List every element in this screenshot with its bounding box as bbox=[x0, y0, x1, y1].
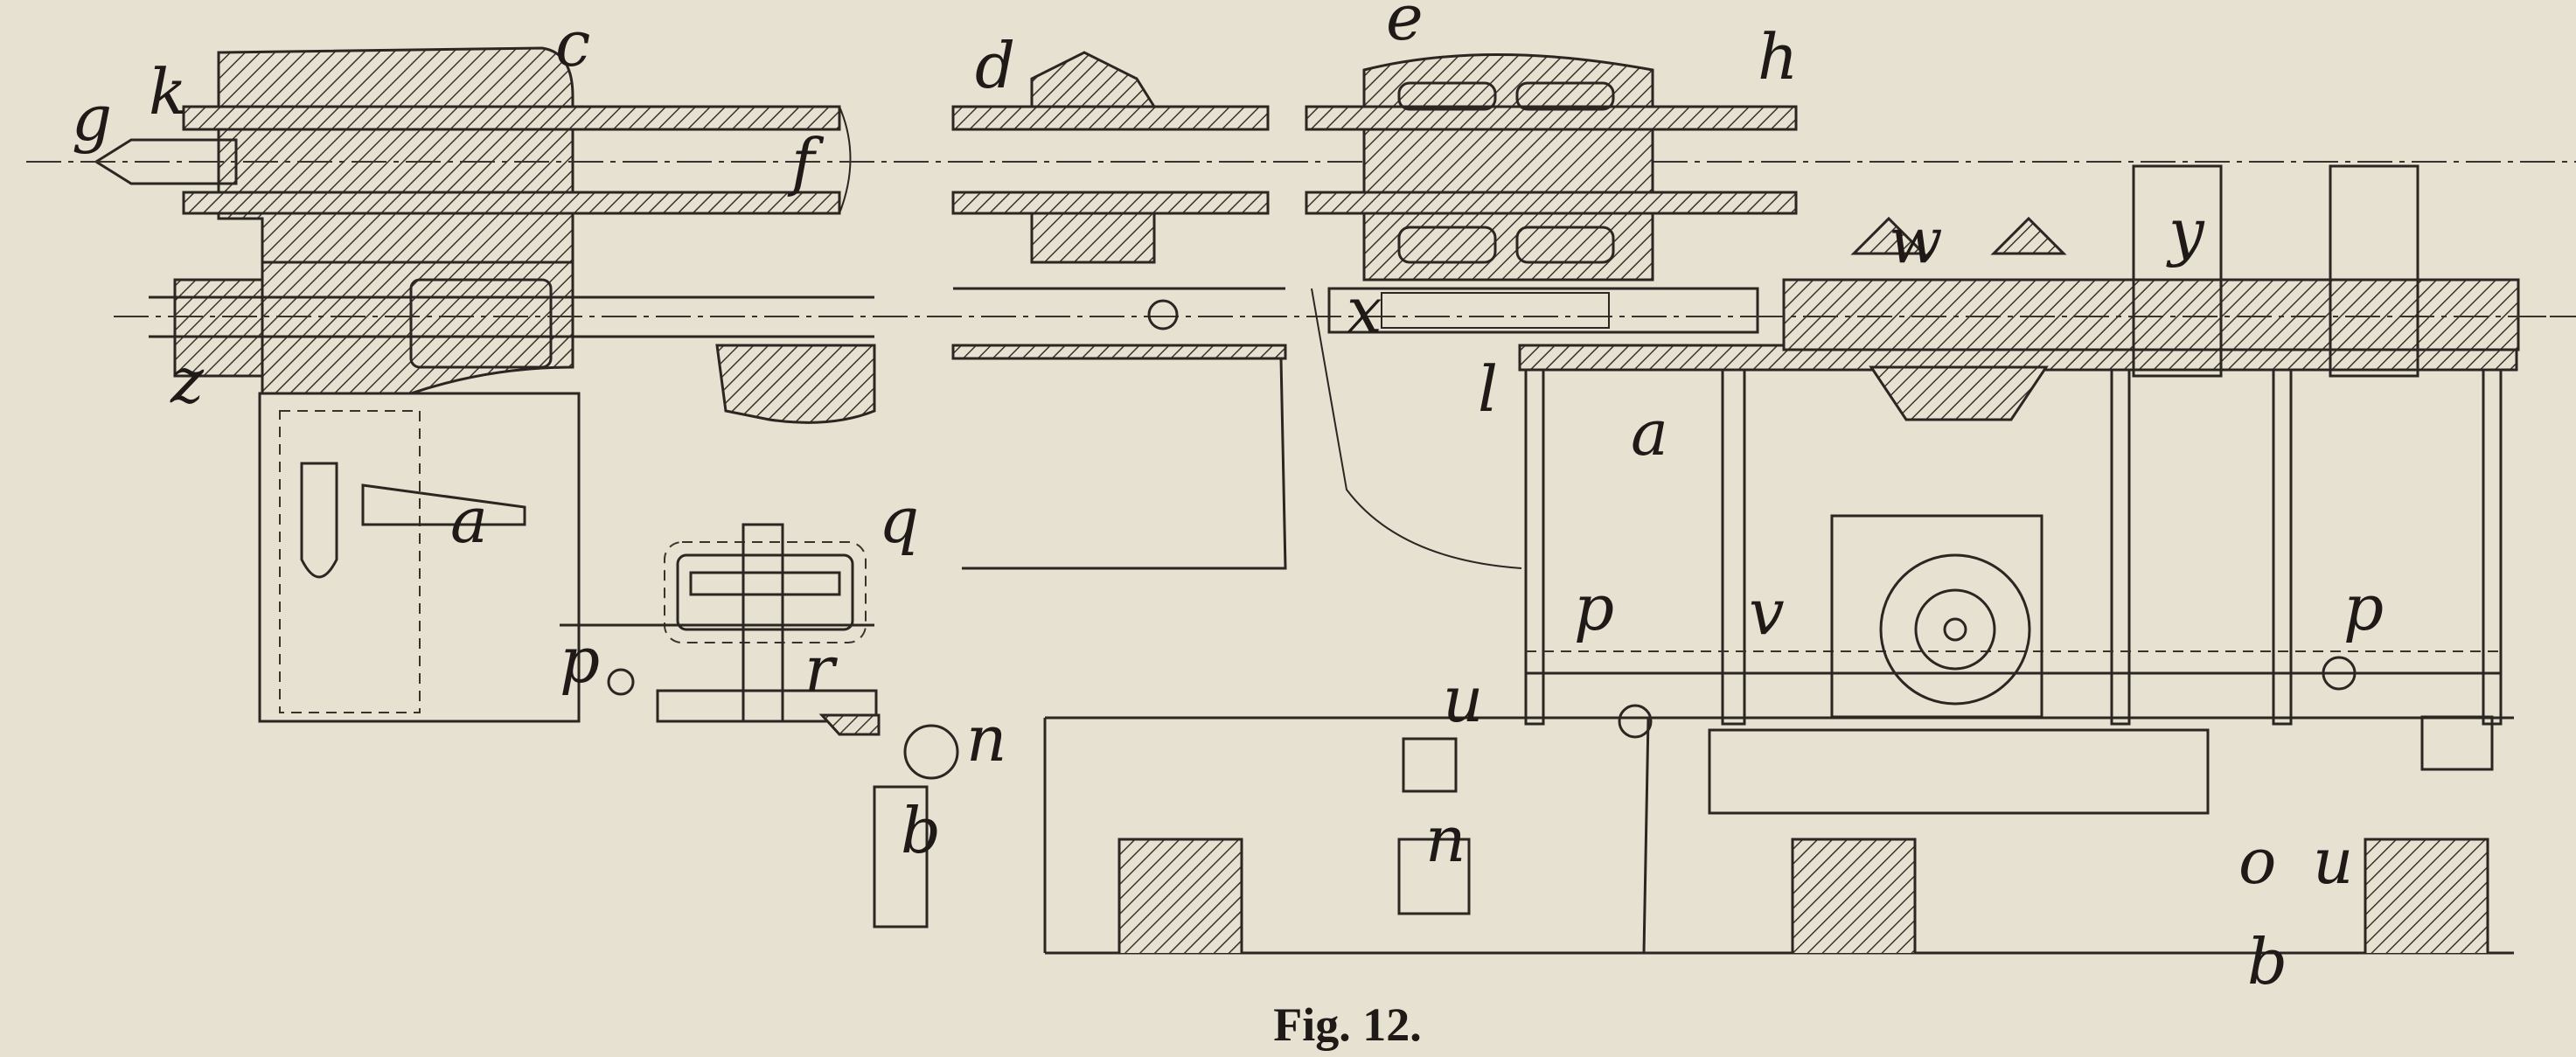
label-a-right: a bbox=[1631, 396, 1668, 469]
gearbox-frame bbox=[1518, 164, 2576, 739]
label-p-right: p bbox=[2343, 571, 2384, 644]
left-pedestal bbox=[258, 392, 878, 723]
label-v: v bbox=[1749, 575, 1785, 649]
label-h: h bbox=[1758, 20, 1798, 94]
steady-rest bbox=[951, 51, 1287, 570]
label-e: e bbox=[1386, 0, 1424, 54]
label-p-middle: p bbox=[1574, 571, 1614, 644]
label-c: c bbox=[555, 7, 590, 80]
label-k: k bbox=[149, 55, 187, 129]
label-q: q bbox=[879, 483, 919, 557]
label-d: d bbox=[975, 29, 1015, 102]
label-n-left: n bbox=[966, 702, 1006, 775]
label-z: z bbox=[170, 344, 205, 417]
label-p-left: p bbox=[560, 623, 600, 697]
label-r: r bbox=[804, 632, 838, 706]
figure-caption: Fig. 12. bbox=[1273, 998, 1422, 1051]
label-l: l bbox=[1478, 352, 1498, 426]
label-x: x bbox=[1347, 274, 1382, 347]
label-g: g bbox=[72, 81, 112, 155]
headstock bbox=[26, 46, 2576, 395]
part-labels: g k c f d e h x l a w y z a q p r n n u … bbox=[72, 0, 2384, 998]
label-b-left: b bbox=[901, 794, 941, 867]
label-o: o bbox=[2238, 824, 2276, 898]
label-u-left: u bbox=[1443, 663, 1483, 736]
label-a-left: a bbox=[450, 483, 488, 557]
label-y: y bbox=[2166, 195, 2205, 268]
label-b-right: b bbox=[2247, 925, 2287, 998]
pulley-housing bbox=[1305, 53, 1798, 569]
label-n-right: n bbox=[1425, 803, 1466, 876]
tool-rest bbox=[818, 713, 959, 928]
label-w: w bbox=[1889, 204, 1943, 277]
label-u-right: u bbox=[2313, 824, 2353, 898]
lathe-bed bbox=[1043, 715, 2514, 955]
